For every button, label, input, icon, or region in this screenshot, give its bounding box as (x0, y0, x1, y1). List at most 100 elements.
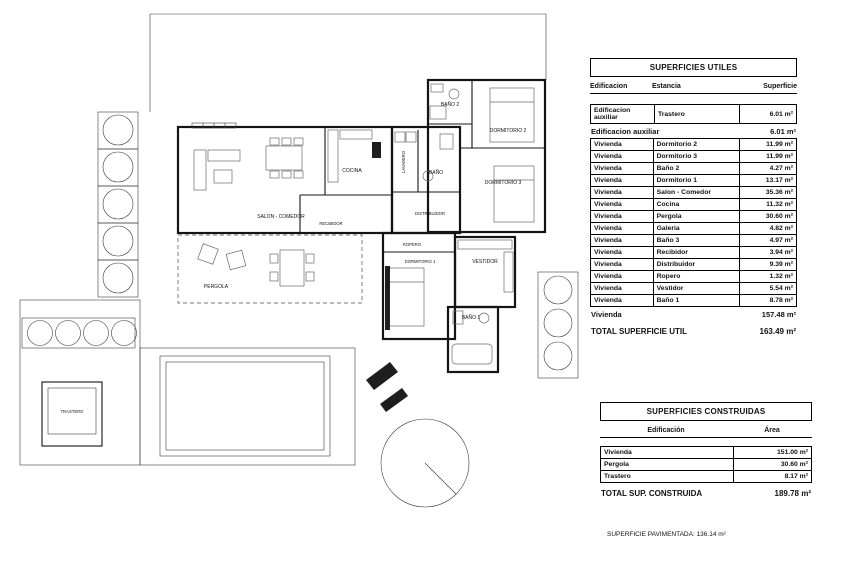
interior-walls (191, 80, 545, 253)
cell-area: 151.00 m² (733, 446, 812, 459)
superficies-utiles-table: SUPERFICIES UTILES Edificacion Estancia … (590, 58, 797, 338)
exterior-walls (176, 78, 547, 374)
pergola-area (177, 234, 363, 304)
cell-estancia: Baño 2 (652, 162, 741, 175)
cell-edificacion: Vivienda (590, 150, 654, 163)
cell-superficie: 5.54 m² (739, 282, 797, 295)
cell-edificacion: Vivienda (590, 162, 654, 175)
utiles-header-estancia: Estancia (652, 83, 681, 90)
table-row: Vivienda Baño 2 4.27 m² (590, 162, 797, 175)
utiles-header-superficie: Superficie (763, 83, 797, 90)
cell-superficie: 8.78 m² (739, 294, 797, 307)
pool (159, 355, 331, 457)
cell-superficie: 13.17 m² (739, 174, 797, 187)
table-row: Vivienda Dormitorio 3 11.99 m² (590, 150, 797, 163)
superficie-util-total-row: TOTAL SUPERFICIE UTIL 163.49 m² (590, 321, 797, 338)
ramp-steps (366, 362, 408, 412)
table-row: Edificacion auxiliar Trastero 6.01 m² (590, 104, 797, 124)
cell-edificacion: Vivienda (590, 174, 654, 187)
table-row: Vivienda Dormitorio 2 11.99 m² (590, 138, 797, 151)
construidas-title: SUPERFICIES CONSTRUIDAS (600, 402, 812, 421)
table-row: Vivienda Salon - Comedor 35.36 m² (590, 186, 797, 199)
utiles-header-edificacion: Edificacion (590, 83, 628, 90)
cell-superficie: 11.99 m² (739, 138, 797, 151)
superficies-construidas-table: SUPERFICIES CONSTRUIDAS Edificación Área… (600, 402, 812, 500)
room-label-bano: BAÑO (429, 169, 443, 176)
cell-edificacion: Vivienda (590, 282, 654, 295)
room-label-cocina: COCINA (342, 168, 362, 174)
superficie-util-total-label: TOTAL SUPERFICIE UTIL (591, 327, 688, 336)
room-label-dormitorio3: DORMITORIO 3 (485, 180, 522, 186)
room-label-recibidor: RECIBIDOR (319, 221, 342, 226)
cell-edificacion: Vivienda (590, 258, 654, 271)
cell-edificacion: Vivienda (590, 210, 654, 223)
cell-edificacion: Vivienda (590, 246, 654, 259)
room-label-ropero: ROPERO (403, 242, 422, 247)
planter-column-left (97, 111, 139, 298)
vivienda-total-label: Vivienda (591, 310, 622, 319)
table-row: Vivienda Galeria 4.82 m² (590, 222, 797, 235)
table-row: Vivienda Dormitorio 1 13.17 m² (590, 174, 797, 187)
room-label-bano1: BAÑO 1 (462, 314, 481, 321)
room-label-trastero: TRASTERO (61, 409, 85, 414)
utiles-aux-grid: Edificacion auxiliar Trastero 6.01 m² (590, 104, 797, 124)
cell-superficie: 11.32 m² (739, 198, 797, 211)
room-label-vestidor: VESTIDOR (472, 259, 498, 265)
table-row: Vivienda Recibidor 3.94 m² (590, 246, 797, 259)
cell-edificacion: Vivienda (590, 222, 654, 235)
utiles-title: SUPERFICIES UTILES (590, 58, 797, 77)
table-row: Vivienda 151.00 m² (600, 446, 812, 459)
cell-estancia: Trastero (653, 104, 741, 124)
pavimentada-note: SUPERFICIE PAVIMENTADA: 136.14 m² (607, 531, 726, 538)
cell-area: 30.60 m² (733, 458, 812, 471)
cell-estancia: Vestidor (652, 282, 741, 295)
room-label-salon: SALON - COMEDOR (257, 214, 305, 220)
construidas-column-headers: Edificación Área (600, 425, 812, 438)
cell-edificacion: Vivienda (590, 270, 654, 283)
room-label-pergola: PERGOLA (204, 284, 229, 290)
table-row: Trastero 8.17 m² (600, 470, 812, 483)
cell-edificacion: Edificacion auxiliar (590, 104, 655, 124)
room-label-bano2: BAÑO 2 (441, 101, 460, 108)
room-label-lavadero: LAVADERO (401, 150, 406, 173)
cell-edificacion: Vivienda (590, 234, 654, 247)
room-label-dormitorio2: DORMITORIO 2 (490, 128, 527, 134)
utiles-vivienda-grid: Vivienda Dormitorio 2 11.99 m² Vivienda … (590, 138, 797, 307)
cell-edificacion: Vivienda (590, 186, 654, 199)
cell-edificacion: Vivienda (590, 294, 654, 307)
cell-superficie: 4.97 m² (739, 234, 797, 247)
planter-row-bottom (21, 317, 137, 349)
construidas-header-area: Área (764, 427, 780, 434)
vivienda-total-row: Vivienda 157.48 m² (590, 307, 797, 321)
cell-edificacion: Trastero (600, 470, 734, 483)
aux-total-label: Edificacion auxiliar (591, 127, 660, 136)
table-row: Vivienda Ropero 1.32 m² (590, 270, 797, 283)
cell-edificacion: Vivienda (590, 198, 654, 211)
table-row: Vivienda Cocina 11.32 m² (590, 198, 797, 211)
cell-edificacion: Vivienda (590, 138, 654, 151)
cell-estancia: Baño 3 (652, 234, 741, 247)
table-row: Vivienda Baño 1 8.78 m² (590, 294, 797, 307)
table-row: Pergola 30.60 m² (600, 458, 812, 471)
furniture (193, 83, 535, 365)
construida-total-row: TOTAL SUP. CONSTRUIDA 189.78 m² (600, 483, 812, 500)
construida-total-label: TOTAL SUP. CONSTRUIDA (601, 489, 703, 498)
cell-estancia: Salon - Comedor (652, 186, 741, 199)
room-label-dormitorio1: DORMITORIO 1 (405, 259, 436, 264)
cell-superficie: 4.82 m² (739, 222, 797, 235)
cell-superficie: 9.39 m² (739, 258, 797, 271)
cell-estancia: Dormitorio 3 (652, 150, 741, 163)
cell-superficie: 35.36 m² (739, 186, 797, 199)
cell-estancia: Distribuidor (652, 258, 741, 271)
aux-total-value: 6.01 m² (770, 127, 796, 136)
construidas-header-edificacion: Edificación (647, 427, 685, 434)
vivienda-total-value: 157.48 m² (761, 310, 796, 319)
room-labels: BAÑO 2 DORMITORIO 2 DORMITORIO 3 LAVADER… (61, 101, 527, 414)
cell-superficie: 3.94 m² (739, 246, 797, 259)
table-row: Vivienda Distribuidor 9.39 m² (590, 258, 797, 271)
site-boundary (19, 13, 547, 466)
construida-total-value: 189.78 m² (774, 489, 811, 498)
trastero-building (41, 381, 103, 447)
cell-superficie: 6.01 m² (739, 104, 797, 124)
